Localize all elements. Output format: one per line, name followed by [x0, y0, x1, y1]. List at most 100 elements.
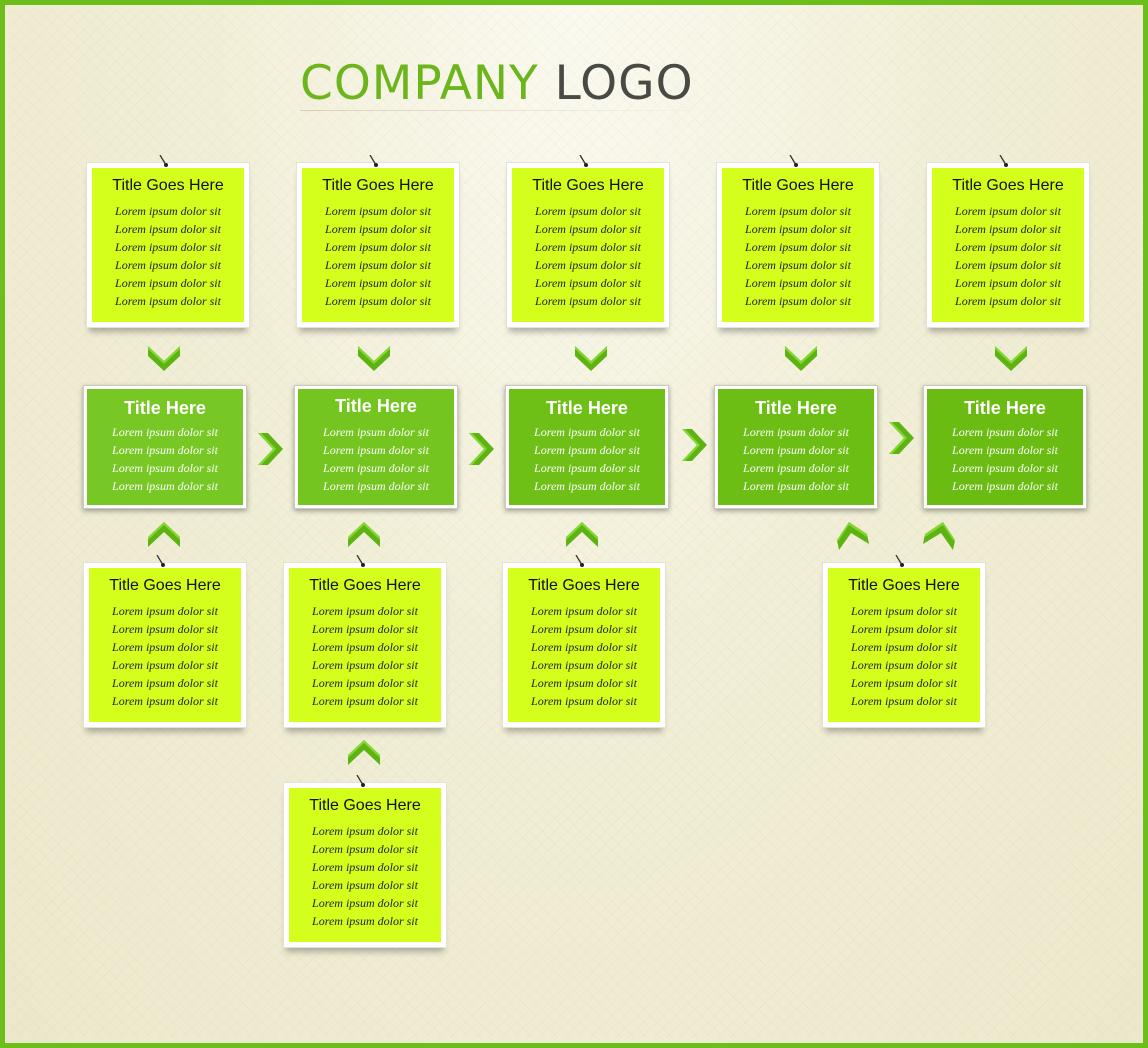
note-title: Title Goes Here	[528, 577, 640, 594]
note-line: Lorem ipsum dolor sit	[312, 878, 418, 892]
pin-icon	[369, 155, 378, 167]
note-line: Lorem ipsum dolor sit	[745, 258, 851, 272]
note-line: Lorem ipsum dolor sit	[115, 204, 221, 218]
note-line: Lorem ipsum dolor sit	[955, 204, 1061, 218]
note-title: Title Goes Here	[309, 577, 421, 594]
card-line: Lorem ipsum dolor sit	[534, 443, 640, 457]
card-line: Lorem ipsum dolor sit	[743, 443, 849, 457]
company-logo: COMPANY LOGO	[300, 56, 694, 112]
pin-icon	[895, 555, 904, 567]
pin-icon	[999, 155, 1008, 167]
note-lines: Lorem ipsum dolor sit Lorem ipsum dolor …	[508, 602, 660, 710]
note-line: Lorem ipsum dolor sit	[112, 676, 218, 690]
note-line: Lorem ipsum dolor sit	[531, 658, 637, 672]
card-lines: Lorem ipsum dolor sit Lorem ipsum dolor …	[87, 423, 243, 495]
pin-icon	[575, 555, 584, 567]
bottom-note: Title Goes Here Lorem ipsum dolor sit Lo…	[283, 555, 447, 728]
chevron-right-icon	[889, 422, 914, 454]
note-lines: Lorem ipsum dolor sit Lorem ipsum dolor …	[722, 202, 874, 310]
note-line: Lorem ipsum dolor sit	[851, 694, 957, 708]
note-line: Lorem ipsum dolor sit	[312, 896, 418, 910]
card-title: Title Here	[964, 398, 1046, 418]
note-lines: Lorem ipsum dolor sit Lorem ipsum dolor …	[89, 602, 241, 710]
note-line: Lorem ipsum dolor sit	[531, 676, 637, 690]
note-line: Lorem ipsum dolor sit	[325, 294, 431, 308]
note-lines: Lorem ipsum dolor sit Lorem ipsum dolor …	[302, 202, 454, 310]
pin-icon	[356, 775, 365, 787]
note-lines: Lorem ipsum dolor sit Lorem ipsum dolor …	[828, 602, 980, 710]
process-card: Title Here Lorem ipsum dolor sit Lorem i…	[83, 385, 247, 509]
note-line: Lorem ipsum dolor sit	[115, 258, 221, 272]
card-fill: Title Here Lorem ipsum dolor sit Lorem i…	[718, 389, 874, 505]
process-card: Title Here Lorem ipsum dolor sit Lorem i…	[505, 385, 669, 509]
pin-icon	[159, 155, 168, 167]
note-lines: Lorem ipsum dolor sit Lorem ipsum dolor …	[289, 602, 441, 710]
bottom-note: Title Goes Here Lorem ipsum dolor sit Lo…	[822, 555, 986, 728]
card-title: Title Here	[755, 398, 837, 418]
note-title: Title Goes Here	[742, 177, 854, 194]
card-line: Lorem ipsum dolor sit	[952, 461, 1058, 475]
pin-icon	[356, 555, 365, 567]
chevron-down-icon	[575, 346, 607, 371]
note-line: Lorem ipsum dolor sit	[745, 240, 851, 254]
card-line: Lorem ipsum dolor sit	[952, 479, 1058, 493]
note-line: Lorem ipsum dolor sit	[535, 240, 641, 254]
logo-word-logo: LOGO	[554, 56, 694, 111]
bottom-note: Title Goes Here Lorem ipsum dolor sit Lo…	[83, 555, 247, 728]
card-fill: Title Here Lorem ipsum dolor sit Lorem i…	[927, 389, 1083, 505]
card-line: Lorem ipsum dolor sit	[112, 443, 218, 457]
top-note: Title Goes Here Lorem ipsum dolor sit Lo…	[926, 155, 1090, 328]
note-line: Lorem ipsum dolor sit	[325, 258, 431, 272]
note-lines: Lorem ipsum dolor sit Lorem ipsum dolor …	[289, 822, 441, 930]
note-line: Lorem ipsum dolor sit	[325, 204, 431, 218]
card-line: Lorem ipsum dolor sit	[323, 479, 429, 493]
card-fill: Title Here Lorem ipsum dolor sit Lorem i…	[509, 389, 665, 505]
note-line: Lorem ipsum dolor sit	[531, 640, 637, 654]
note-line: Lorem ipsum dolor sit	[112, 604, 218, 618]
note-line: Lorem ipsum dolor sit	[115, 240, 221, 254]
chevron-right-icon	[469, 433, 494, 465]
note-line: Lorem ipsum dolor sit	[955, 222, 1061, 236]
top-note: Title Goes Here Lorem ipsum dolor sit Lo…	[86, 155, 250, 328]
card-line: Lorem ipsum dolor sit	[112, 461, 218, 475]
bottom-note: Title Goes Here Lorem ipsum dolor sit Lo…	[502, 555, 666, 728]
card-line: Lorem ipsum dolor sit	[743, 425, 849, 439]
extra-note: Title Goes Here Lorem ipsum dolor sit Lo…	[283, 775, 447, 948]
card-line: Lorem ipsum dolor sit	[952, 425, 1058, 439]
chevron-up-icon	[923, 522, 955, 550]
note-title: Title Goes Here	[309, 797, 421, 814]
note-line: Lorem ipsum dolor sit	[112, 658, 218, 672]
card-line: Lorem ipsum dolor sit	[323, 443, 429, 457]
card-line: Lorem ipsum dolor sit	[323, 425, 429, 439]
note-title: Title Goes Here	[109, 577, 221, 594]
card-title: Title Here	[546, 398, 628, 418]
note-title: Title Goes Here	[322, 177, 434, 194]
card-title: Title Here	[335, 396, 417, 416]
chevron-up-icon	[148, 522, 180, 547]
note-lines: Lorem ipsum dolor sit Lorem ipsum dolor …	[932, 202, 1084, 310]
note-lines: Lorem ipsum dolor sit Lorem ipsum dolor …	[92, 202, 244, 310]
note-line: Lorem ipsum dolor sit	[745, 222, 851, 236]
card-title: Title Here	[124, 398, 206, 418]
note-line: Lorem ipsum dolor sit	[535, 276, 641, 290]
note-line: Lorem ipsum dolor sit	[955, 258, 1061, 272]
note-line: Lorem ipsum dolor sit	[115, 294, 221, 308]
top-note: Title Goes Here Lorem ipsum dolor sit Lo…	[296, 155, 460, 328]
note-line: Lorem ipsum dolor sit	[112, 622, 218, 636]
chevron-right-icon	[682, 429, 707, 461]
note-line: Lorem ipsum dolor sit	[955, 294, 1061, 308]
card-line: Lorem ipsum dolor sit	[743, 479, 849, 493]
chevron-up-icon	[348, 740, 380, 765]
card-line: Lorem ipsum dolor sit	[112, 479, 218, 493]
note-title: Title Goes Here	[848, 577, 960, 594]
chevron-down-icon	[995, 346, 1027, 371]
note-line: Lorem ipsum dolor sit	[312, 604, 418, 618]
note-line: Lorem ipsum dolor sit	[535, 258, 641, 272]
chevron-down-icon	[148, 346, 180, 371]
card-lines: Lorem ipsum dolor sit Lorem ipsum dolor …	[718, 423, 874, 495]
note-line: Lorem ipsum dolor sit	[851, 622, 957, 636]
note-line: Lorem ipsum dolor sit	[115, 276, 221, 290]
note-line: Lorem ipsum dolor sit	[851, 640, 957, 654]
chevron-up-icon	[348, 522, 380, 547]
note-line: Lorem ipsum dolor sit	[955, 240, 1061, 254]
